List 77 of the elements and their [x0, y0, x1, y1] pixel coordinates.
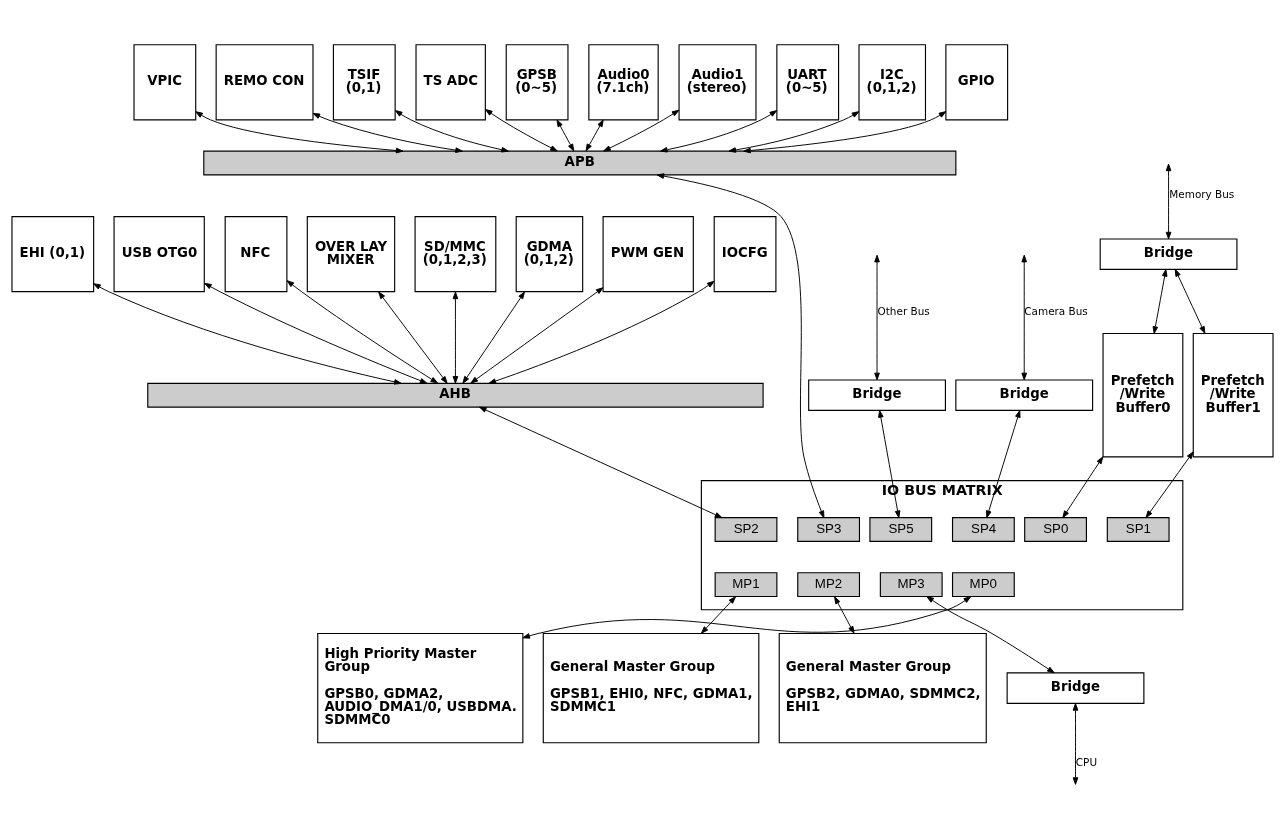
arrow [1021, 254, 1028, 381]
edge-label: Camera Bus [1024, 305, 1088, 318]
arrow [286, 280, 439, 384]
node-box: OVER LAY MIXER [306, 216, 396, 293]
arrow [204, 282, 428, 384]
node-box: Bridge [955, 379, 1094, 411]
node-box: MP3 [879, 572, 943, 598]
edge-label: Other Bus [877, 305, 930, 318]
node-box: General Master Group GPSB2, GDMA0, SDMMC2, EHI1 [778, 632, 987, 744]
arrow [1145, 451, 1194, 519]
arrow [556, 119, 575, 152]
arrow [660, 110, 778, 153]
node-box: General Master Group GPSB1, EHI0, NFC, GDMA1, SDMMC1 [542, 632, 760, 744]
arrow [93, 283, 402, 385]
node-box: MP1 [714, 572, 778, 598]
arrow [926, 596, 1055, 674]
node-box: NFC [224, 216, 288, 293]
arrow [656, 173, 825, 519]
node-box: GPSB (0~5) [505, 44, 569, 121]
arrow [1174, 269, 1206, 334]
arrow [878, 410, 901, 519]
node-box: AHB [147, 382, 764, 408]
arrow [312, 112, 463, 153]
arrow [603, 109, 680, 152]
arrow [1062, 456, 1104, 519]
node-box: VPIC [133, 44, 197, 121]
arrow [462, 291, 525, 384]
edge-label: CPU [1075, 756, 1098, 769]
arrow [1165, 163, 1172, 240]
arrow [378, 291, 448, 384]
arrow [585, 119, 604, 152]
node-box: UART (0~5) [776, 44, 840, 121]
node-box: Bridge [1006, 672, 1145, 704]
node-box: GDMA (0,1,2) [515, 216, 584, 293]
arrow [874, 254, 880, 381]
arrow [700, 596, 736, 634]
node-box: PWM GEN [602, 216, 694, 293]
node-box: USB OTG0 [113, 216, 205, 293]
node-box: SP2 [714, 517, 778, 542]
arrow [728, 111, 860, 153]
node-box: TSIF (0,1) [332, 44, 396, 121]
arrow [522, 596, 972, 639]
node-box: Prefetch /Write Buffer0 [1102, 332, 1184, 458]
node-box: Audio0 (7.1ch) [588, 44, 659, 121]
arrow [479, 406, 723, 519]
node-box: SP5 [869, 517, 933, 542]
arrow [488, 280, 715, 384]
node-box: Bridge [808, 379, 946, 411]
node-box: MP0 [951, 572, 1015, 598]
arrow [394, 110, 509, 153]
node-box: SD/MMC (0,1,2,3) [414, 216, 497, 293]
node-box: Audio1 (stereo) [678, 44, 757, 121]
arrow [986, 410, 1021, 519]
node-box: I2C (0,1,2) [858, 44, 927, 121]
arrow [195, 111, 404, 154]
node-box: MP2 [797, 572, 861, 598]
node-box: Prefetch /Write Buffer1 [1192, 332, 1274, 458]
node-box: GPIO [945, 44, 1009, 121]
arrow [1072, 703, 1079, 785]
node-box: Bridge [1099, 238, 1238, 270]
arrow [834, 596, 855, 634]
node-box: SP3 [797, 517, 861, 542]
edge-label: Memory Bus [1169, 188, 1235, 201]
node-box: SP4 [951, 517, 1015, 542]
node-box: SP1 [1106, 517, 1170, 542]
node-box: REMO CON [215, 44, 314, 121]
arrow [743, 111, 947, 154]
arrow [470, 287, 604, 384]
node-box: High Priority Master Group GPSB0, GDMA2, AUDIO_DMA1/0, USBDMA. SDMMC0 [317, 632, 524, 744]
node-box: SP0 [1024, 517, 1087, 542]
node-box: IOCFG [713, 216, 777, 293]
node-box: APB [203, 150, 957, 176]
arrow [1152, 269, 1168, 334]
node-box: EHI (0,1) [11, 216, 95, 293]
arrow [452, 291, 459, 384]
node-box: TS ADC [415, 44, 486, 121]
arrow [485, 108, 558, 152]
